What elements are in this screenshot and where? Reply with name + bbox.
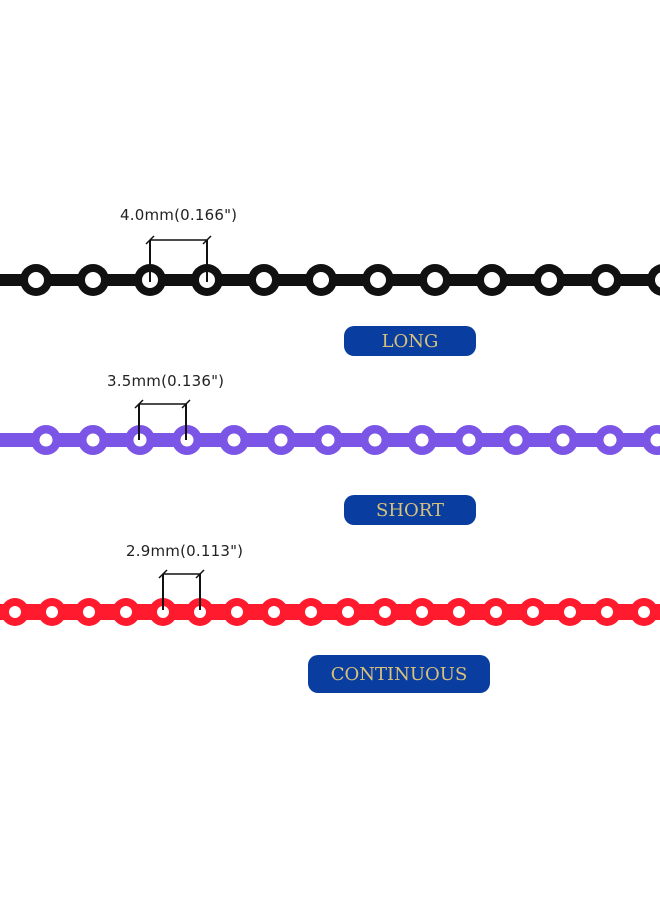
chain-long-link [647,264,660,296]
chain-long-hole [655,272,660,288]
chain-continuous-hole [638,606,650,618]
chain-long-hole [256,272,272,288]
chain-continuous-hole [305,606,317,618]
chain-continuous-hole [453,606,465,618]
chain-continuous-hole [379,606,391,618]
measurement-label-short: 3.5mm(0.136") [107,372,225,390]
chain-short-hole [368,433,382,447]
chain-short-hole [321,433,335,447]
chain-continuous-hole [416,606,428,618]
chain-long-hole [598,272,614,288]
chain-long-hole [484,272,500,288]
chain-short-hole [415,433,429,447]
chain-continuous-hole [268,606,280,618]
chain-short [0,425,660,455]
measurement-marker-short [134,399,191,440]
chain-continuous-hole [194,606,206,618]
chain-continuous-hole [83,606,95,618]
chain-continuous-hole [601,606,613,618]
chain-short-hole [556,433,570,447]
chain-short-hole [274,433,288,447]
measurement-marker-continuous [158,569,205,610]
measurement-markers [134,235,212,610]
chain-long-hole [427,272,443,288]
chain-long-hole [85,272,101,288]
chain-long-hole [541,272,557,288]
chain-short-hole [86,433,100,447]
chain-continuous-hole [120,606,132,618]
chain-continuous-hole [490,606,502,618]
chain-continuous [0,598,660,626]
chain-long-hole [28,272,44,288]
chain-continuous-hole [46,606,58,618]
chain-continuous-hole [157,606,169,618]
badge-short: SHORT [344,495,476,525]
chain-long [0,264,660,296]
measurement-label-long: 4.0mm(0.166") [120,206,238,224]
measurement-label-continuous: 2.9mm(0.113") [126,542,244,560]
chain-continuous-hole [9,606,21,618]
chain-long-hole [313,272,329,288]
chain-continuous-hole [527,606,539,618]
chain-short-hole [227,433,241,447]
badge-long: LONG [344,326,476,356]
chain-short-hole [650,433,660,447]
chain-continuous-hole [342,606,354,618]
chain-long-hole [370,272,386,288]
chain-short-hole [509,433,523,447]
chain-short-hole [462,433,476,447]
chain-short-hole [39,433,53,447]
measurement-marker-long [145,235,212,282]
badge-continuous: CONTINUOUS [308,655,490,693]
chain-continuous-hole [564,606,576,618]
chain-continuous-hole [231,606,243,618]
chain-short-hole [603,433,617,447]
